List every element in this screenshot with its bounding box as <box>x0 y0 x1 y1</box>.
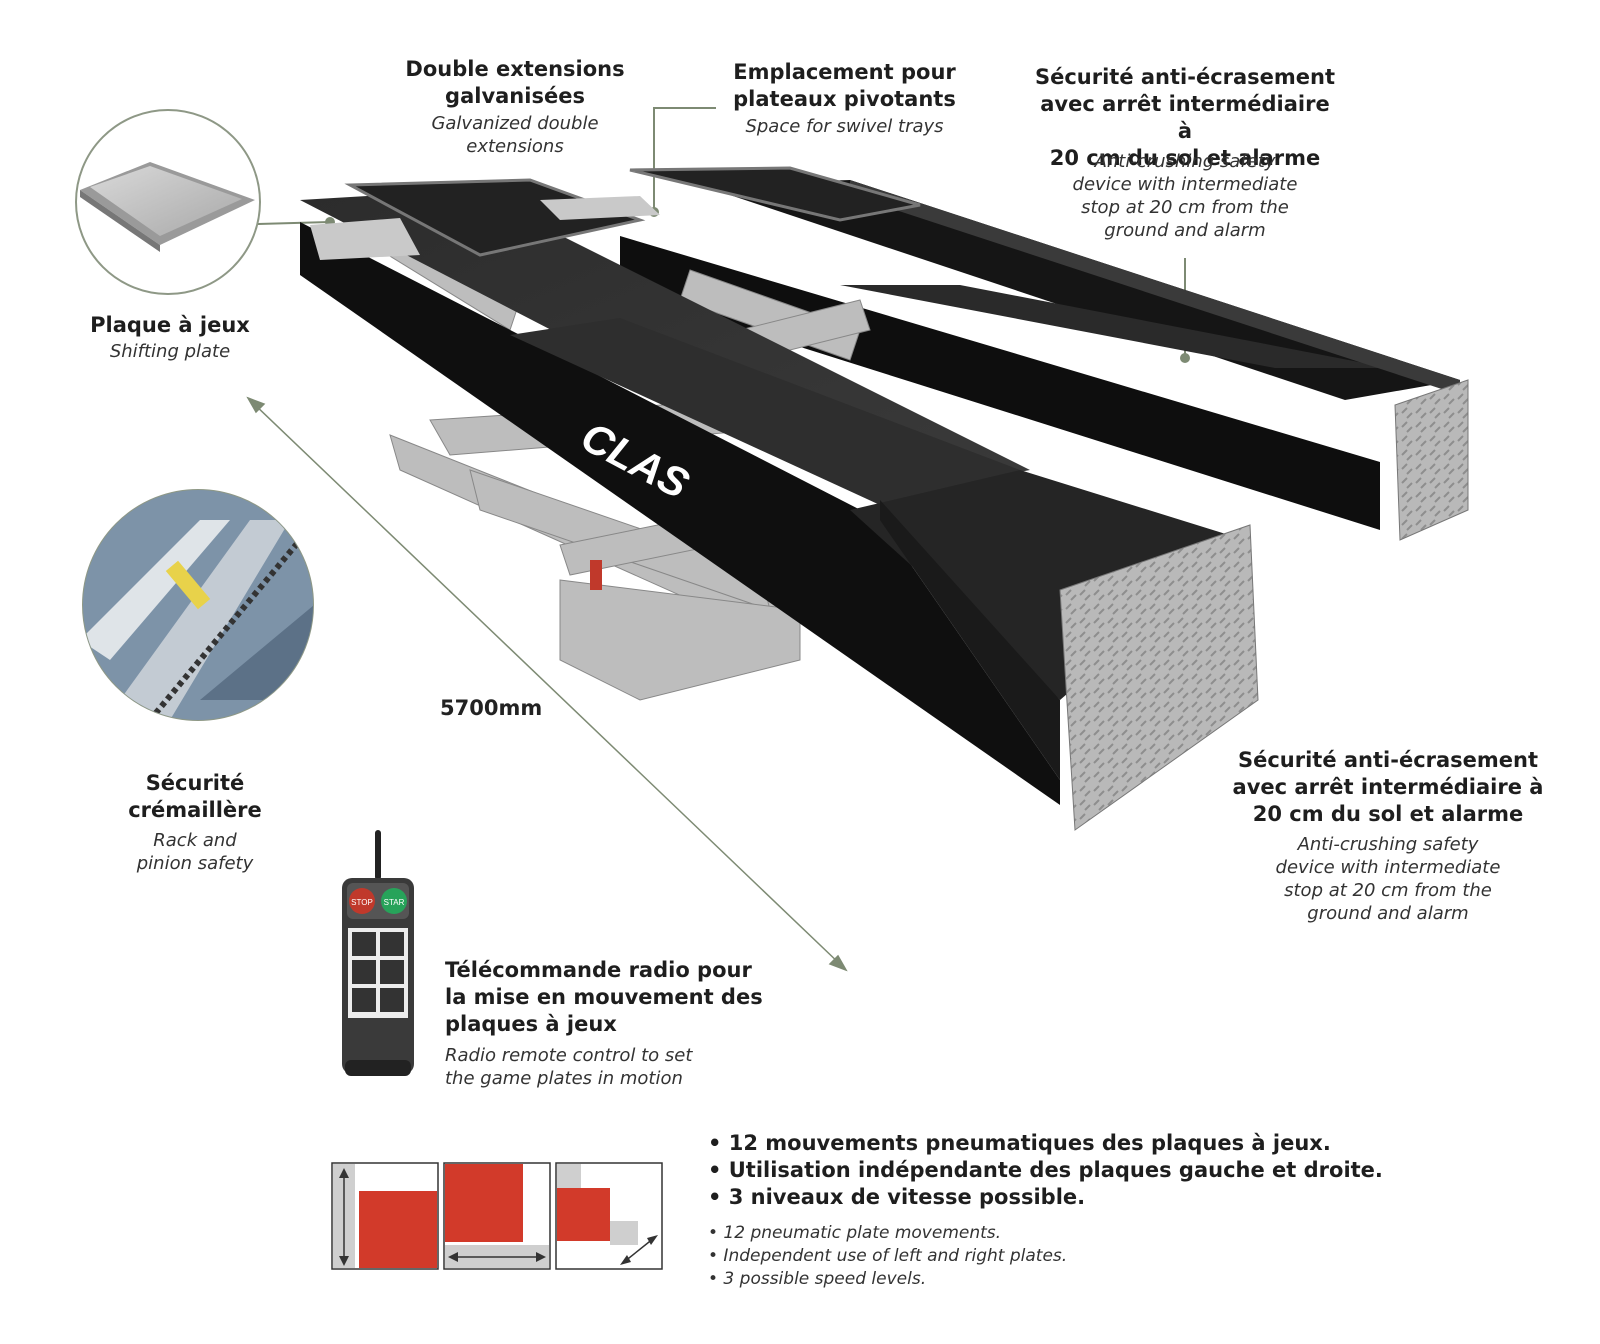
scissor-mechanism <box>379 219 871 701</box>
movement-icon-vertical <box>331 1162 439 1270</box>
shifting-plate-title: Plaque à jeux <box>90 313 250 337</box>
warning-light <box>590 560 602 590</box>
double-extensions-subtitle: Galvanized double extensions <box>431 113 599 157</box>
extension-plates <box>310 166 921 260</box>
rack-safety-title: Sécurité crémaillère <box>128 771 262 822</box>
features-list-fr: • 12 mouvements pneumatiques des plaques… <box>708 1130 1588 1211</box>
remote-title: Télécommande radio pour la mise en mouve… <box>445 958 763 1036</box>
feature-fr-item: • 3 niveaux de vitesse possible. <box>708 1185 1086 1209</box>
feature-fr-item: • 12 mouvements pneumatiques des plaques… <box>708 1131 1331 1155</box>
double-extensions-title: Double extensions galvanisées <box>405 57 625 108</box>
anti-crush-top-subtitle: Anti-crushing safety device with interme… <box>1072 151 1298 241</box>
movement-icon-diagonal <box>555 1162 663 1270</box>
remote-control <box>342 830 414 1076</box>
rack-safety-inset <box>82 489 314 721</box>
dimension-label: 5700mm <box>440 696 543 720</box>
shifting-plate-inset <box>75 109 261 295</box>
anti-crush-bottom-subtitle: Anti-crushing safety device with interme… <box>1275 834 1501 924</box>
swivel-trays-title: Emplacement pour plateaux pivotants <box>733 60 956 111</box>
feature-en-item: • 12 pneumatic plate movements. <box>708 1223 1002 1243</box>
remote-stop-label: STOP <box>351 898 373 907</box>
anti-crush-top-title: Sécurité anti-écrasement avec arrêt inte… <box>1034 65 1336 170</box>
anti-crush-bottom-title: Sécurité anti-écrasement avec arrêt inte… <box>1232 748 1544 826</box>
remote-subtitle: Radio remote control to set the game pla… <box>445 1045 693 1089</box>
feature-fr-item: • Utilisation indépendante des plaques g… <box>708 1158 1383 1182</box>
feature-en-item: • 3 possible speed levels. <box>708 1269 927 1289</box>
shifting-plate-subtitle: Shifting plate <box>109 341 231 362</box>
right-runway <box>620 180 1469 541</box>
swivel-trays-subtitle: Space for swivel trays <box>745 116 944 137</box>
feature-en-item: • Independent use of left and right plat… <box>708 1246 1068 1266</box>
features-list-en: • 12 pneumatic plate movements. • Indepe… <box>708 1222 1588 1291</box>
remote-start-label: STAR <box>384 898 405 907</box>
dimension-arrow <box>246 396 848 972</box>
movement-icon-horizontal <box>443 1162 551 1270</box>
left-runway <box>300 190 1259 831</box>
rack-safety-subtitle: Rack and pinion safety <box>136 830 254 874</box>
